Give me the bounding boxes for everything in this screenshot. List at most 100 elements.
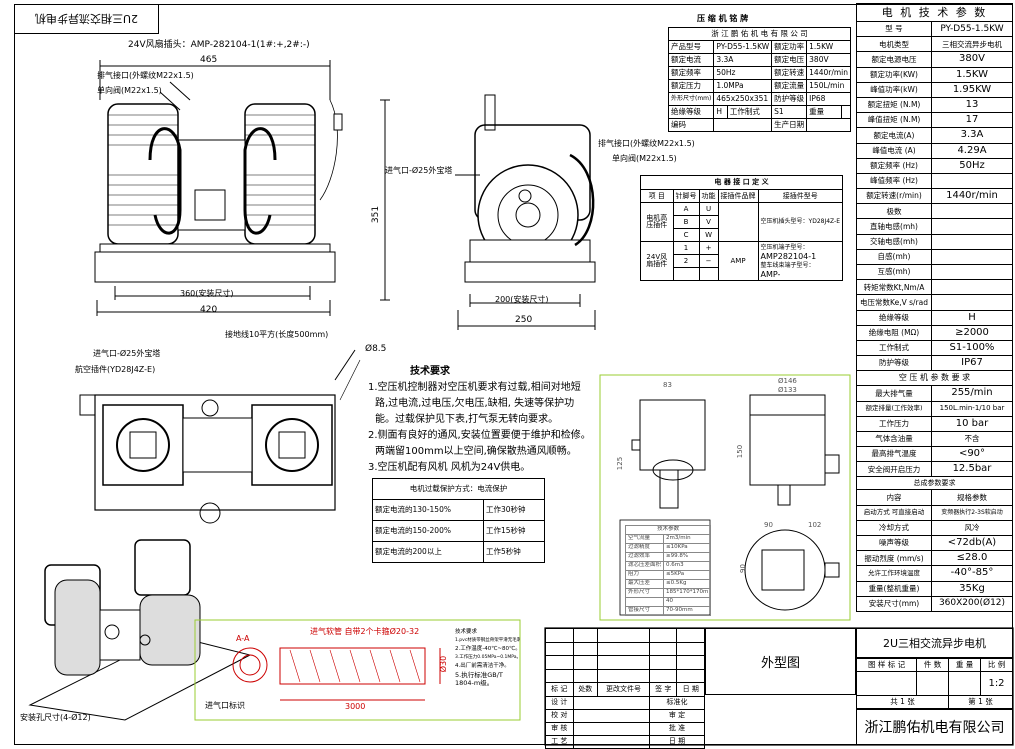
np-cell: 1.5KW xyxy=(806,40,851,54)
exhaust-right-label: 排气接口(外螺纹M22x1.5) xyxy=(598,139,695,148)
elec-fan-model: AMP- xyxy=(760,270,781,279)
cp-val: 12.5bar xyxy=(931,461,1013,478)
mp-key: 绝缘电阻 (MΩ) xyxy=(856,324,932,341)
hose-note: 1.pvc材质带钢丝骨架平滑无毛刺、无异味。 xyxy=(455,637,520,643)
cp-val: <90° xyxy=(931,446,1013,463)
company-name: 浙江鹏佑机电有限公司 xyxy=(864,720,1005,736)
elec-fan-label: 24V风扇插件 xyxy=(640,241,674,281)
np-cell xyxy=(713,118,773,132)
electrical-table: 电 器 接 口 定 义 项 目 针脚号 功能 接插件品牌 接插件型号 电机高压插… xyxy=(640,175,844,281)
filter-cell: 空气流量 xyxy=(624,534,665,544)
rev-header: 更改文件号 xyxy=(597,682,650,697)
mp-val: 1.95KW xyxy=(931,81,1013,98)
filter-dim: 125 xyxy=(616,456,625,471)
dim-465: 465 xyxy=(200,55,218,65)
mp-val: 50Hz xyxy=(931,157,1013,174)
dim-351: 351 xyxy=(371,205,382,224)
pp-val: -40°-85° xyxy=(931,565,1013,582)
pp-header: 内容 xyxy=(856,489,932,506)
hose-dia: Ø30 xyxy=(439,655,449,673)
mp-key: 极数 xyxy=(856,203,932,220)
np-cell: 1.0MPa xyxy=(713,79,773,93)
perf-params-title: 总成参数要求 xyxy=(856,476,1013,491)
dim-8-5: Ø8.5 xyxy=(365,344,387,354)
cp-val: 10 bar xyxy=(931,415,1013,432)
pp-key: 安装尺寸(mm) xyxy=(856,595,932,612)
elec-motor-model: 空压机插头型号：YD28J4Z-E xyxy=(757,202,844,242)
mp-val xyxy=(931,279,1013,296)
pp-header: 规格参数 xyxy=(931,489,1013,506)
tb-header: 图 样 标 记 xyxy=(855,658,918,672)
mp-key: 峰值频率 (Hz) xyxy=(856,172,932,190)
mp-val: 三相交流异步电机 xyxy=(931,36,1013,53)
tech-req-line: 两端留100mm以上空间,确保散热通风顺畅。 xyxy=(375,446,577,457)
role-cell: 设 计 xyxy=(545,695,574,710)
elec-title: 电 器 接 口 定 义 xyxy=(640,175,843,190)
pp-key: 振动烈度 (mm/s) xyxy=(856,550,932,567)
mp-val: 13 xyxy=(931,96,1013,114)
mp-key: 电机类型 xyxy=(856,36,932,53)
pp-key: 冷却方式 xyxy=(856,519,932,537)
side-view xyxy=(380,94,596,330)
elec-pin: A xyxy=(672,202,700,216)
rev-header: 日 期 xyxy=(676,682,705,697)
view-name-cell: 外型图 xyxy=(705,628,856,695)
np-cell: 重量 xyxy=(806,105,843,119)
mp-key: 额定频率 (Hz) xyxy=(856,157,932,174)
filter-dim: 83 xyxy=(663,381,672,389)
cp-val: 255/min xyxy=(931,385,1013,402)
np-cell: 额定压力 xyxy=(667,79,715,93)
role-cell: 日 期 xyxy=(648,734,706,749)
filter-dim: 150 xyxy=(736,444,745,459)
filter-dim: Ø146 xyxy=(778,377,797,385)
filter-cell: 阻力 xyxy=(624,570,665,580)
filter-cell: 185*170*170m xyxy=(663,588,712,598)
cp-key: 气体含油量 xyxy=(856,430,932,448)
elec-header: 接插件型号 xyxy=(757,189,844,203)
mp-val: ≥2000 xyxy=(931,324,1013,341)
ground-wire-label: 接地线10平方(长度500mm) xyxy=(225,330,329,339)
elec-fn: W xyxy=(698,228,719,242)
mp-key: 峰值扭矩 (N.M) xyxy=(856,112,932,129)
hose-title: 进气软管 自带2个卡箍Ø20-32 xyxy=(310,627,420,636)
mp-key: 额定功率(KW) xyxy=(856,66,932,83)
cp-val: 150L.min-1/10 bar xyxy=(931,400,1013,417)
elec-fan-model: AMP282104-1 xyxy=(760,252,817,261)
np-cell: 额定流量 xyxy=(771,79,808,93)
elec-fn: V xyxy=(698,215,719,229)
hose-note: 5.执行标准GB/T xyxy=(455,670,503,679)
elec-header: 功能 xyxy=(698,189,719,203)
company-cell: 浙江鹏佑机电有限公司 xyxy=(856,709,1013,745)
filter-cell: 滤芯压差面积 xyxy=(624,561,665,571)
overload-cell: 额定电流的200以上 xyxy=(372,541,484,563)
overload-cell: 额定电流的150-200% xyxy=(372,520,484,542)
filter-cell: 70-90mm xyxy=(663,606,712,616)
np-cell: 150L/min xyxy=(806,79,851,93)
np-cell: IP68 xyxy=(806,92,851,106)
elec-pin: B xyxy=(672,215,700,229)
np-cell: 外形尺寸(mm) xyxy=(667,92,715,106)
mp-val: H xyxy=(931,309,1013,326)
filter-dim: 102 xyxy=(808,521,822,529)
aviation-plug-label: 航空插件(YD28J4Z-E) xyxy=(75,365,156,374)
np-cell: 编码 xyxy=(667,118,715,132)
role-cell: 批 准 xyxy=(648,721,706,736)
filter-cell: 0.6m3 xyxy=(663,561,712,571)
tech-req-line: 1.空压机控制器对空压机要求有过载,相间对地短 xyxy=(368,382,581,393)
overload-title: 电机过载保护方式：电流保护 xyxy=(372,478,545,500)
tech-req-title: 技术要求 xyxy=(410,366,450,377)
elec-pin: C xyxy=(672,228,700,242)
mp-key: 防护等级 xyxy=(856,355,932,372)
np-cell: 生产日期 xyxy=(771,118,808,132)
mp-key: 额定电流(A) xyxy=(856,127,932,144)
np-cell: 额定电流 xyxy=(667,53,715,67)
product-name-cell: 2U三相交流异步电机 xyxy=(856,628,1013,658)
mp-val xyxy=(931,218,1013,235)
role-cell: 审 核 xyxy=(545,721,574,736)
sheets-total: 共 1 张 xyxy=(855,695,950,709)
elec-fan-model: 整车线束端子型号： xyxy=(760,262,815,269)
cp-key: 最大排气量 xyxy=(856,385,932,402)
elec-fn: − xyxy=(698,254,719,268)
np-cell xyxy=(806,118,851,132)
